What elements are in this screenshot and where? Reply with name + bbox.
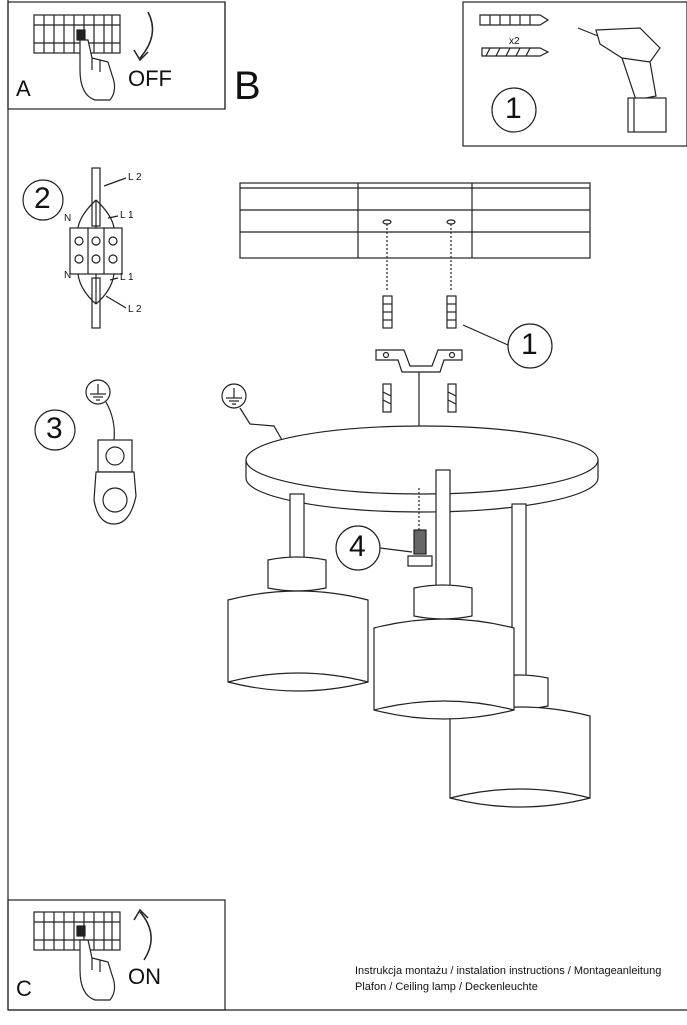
earth-connection <box>34 379 137 525</box>
hand-pointing-icon <box>79 939 116 1001</box>
canopy-ground-wire <box>221 383 283 441</box>
panel-c-breaker-on <box>7 899 226 1011</box>
panel-tools <box>462 1 687 147</box>
breaker-block-icon <box>33 14 121 54</box>
panel-c-state: ON <box>128 964 161 989</box>
parts-quantity: x2 <box>509 36 520 47</box>
terminal-block-icon <box>69 227 123 275</box>
wire-label-l2-top: L 2 <box>128 172 142 183</box>
panel-b-letter: B <box>234 64 261 108</box>
screws <box>382 383 457 413</box>
step-3-badge <box>34 409 76 451</box>
arrow-down-icon <box>133 11 154 62</box>
panel-a-letter: A <box>16 76 31 101</box>
step-4-number: 4 <box>349 530 366 563</box>
bulb-holder <box>335 488 433 571</box>
drill-icon <box>577 27 667 133</box>
wall-plugs <box>382 295 457 329</box>
screw-icon <box>481 47 550 57</box>
step-2-badge <box>22 179 64 221</box>
wire-label-l2-bottom: L 2 <box>128 304 142 315</box>
round-canopy <box>245 425 599 513</box>
wire-label-n-top: N <box>64 213 72 224</box>
step-1-badge <box>491 87 537 133</box>
step-1-callout <box>507 323 553 369</box>
step-1-number: 1 <box>505 92 522 125</box>
wiring-diagram <box>22 167 127 329</box>
wire-label-l1-bottom: L 1 <box>120 272 134 283</box>
breaker-block-icon <box>33 911 121 951</box>
wall-plug-icon <box>479 14 550 26</box>
step-1-callout-number: 1 <box>521 328 538 361</box>
ceiling-section <box>239 182 591 292</box>
step-2-number: 2 <box>34 182 51 215</box>
footer-title: Instrukcja montażu / instalation instruc… <box>355 965 662 977</box>
lamp-shade-middle <box>373 584 515 720</box>
panel-a-state: OFF <box>128 66 172 91</box>
mounting-bracket <box>375 323 553 373</box>
footer-subtitle: Plafon / Ceiling lamp / Deckenleuchte <box>355 981 538 993</box>
lamp-stems <box>289 469 527 679</box>
arrow-up-icon <box>133 908 152 961</box>
panel-a-breaker-off <box>7 1 226 110</box>
panel-c-letter: C <box>16 976 32 1001</box>
hand-pointing-icon <box>79 39 116 101</box>
ground-symbol-icon <box>85 379 111 405</box>
wire-label-l1-top: L 1 <box>120 210 134 221</box>
wire-label-n-bottom: N <box>64 270 72 281</box>
ground-symbol-icon <box>221 383 247 409</box>
step-3-number: 3 <box>46 412 63 445</box>
lamp-shade-left <box>227 556 369 692</box>
